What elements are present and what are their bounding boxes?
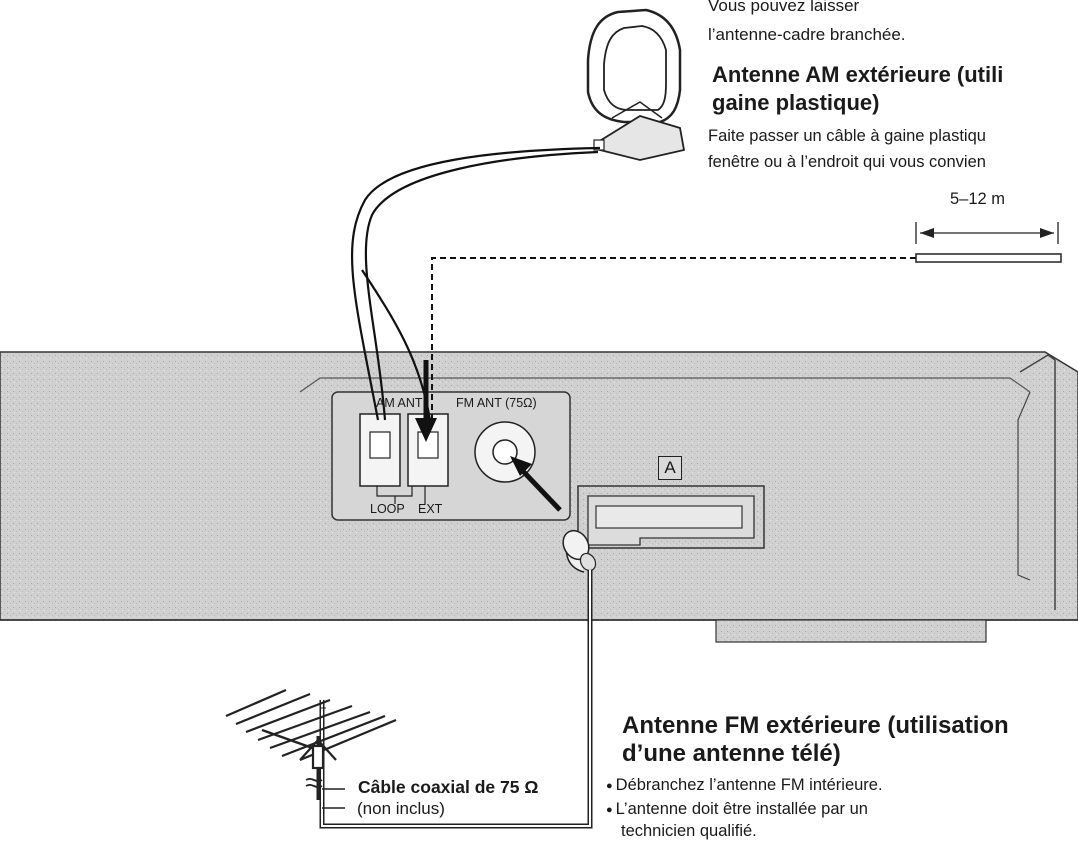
fm-outdoor-heading-line1: Antenne FM extérieure (utilisation bbox=[622, 712, 1009, 739]
am-outdoor-desc-line1: Faite passer un câble à gaine plastiqu bbox=[708, 127, 986, 145]
fm-outdoor-bullets: Débranchez l’antenne FM intérieure. L’an… bbox=[606, 774, 883, 822]
am-loop-antenna-icon bbox=[586, 8, 686, 161]
ext-label: EXT bbox=[418, 502, 443, 516]
fm-bullet-2-continuation: technicien qualifié. bbox=[621, 822, 757, 840]
fm-outdoor-heading-line2: d’une antenne télé) bbox=[622, 740, 841, 767]
antenna-terminal-block bbox=[331, 391, 571, 521]
coaxial-cable-subtitle: (non inclus) bbox=[357, 799, 445, 818]
wire-length-label: 5–12 m bbox=[950, 190, 1006, 208]
fm-bullet-1: Débranchez l’antenne FM intérieure. bbox=[606, 774, 883, 798]
connector-slot-a bbox=[577, 485, 765, 549]
fm-bullet-2: L’antenne doit être installée par un bbox=[606, 798, 883, 822]
loop-label: LOOP bbox=[370, 502, 405, 516]
loop-antenna-note-line2: l’antenne-cadre branchée. bbox=[708, 25, 906, 44]
coaxial-cable-title: Câble coaxial de 75 Ω bbox=[358, 777, 539, 797]
am-outdoor-heading-line2: gaine plastique) bbox=[712, 90, 880, 115]
label-a-box: A bbox=[658, 456, 682, 480]
loop-antenna-note-line1: Vous pouvez laisser bbox=[708, 0, 860, 15]
am-outdoor-desc-line2: fenêtre ou à l’endroit qui vous convien bbox=[708, 153, 986, 171]
am-outdoor-heading-line1: Antenne AM extérieure (utili bbox=[712, 62, 1004, 87]
insert-arrow-fm bbox=[518, 466, 562, 512]
tv-antenna-icon bbox=[225, 688, 397, 800]
fm-ant-label: FM ANT (75Ω) bbox=[456, 396, 537, 410]
am-ant-label: AM ANT bbox=[376, 396, 423, 410]
outdoor-am-wire bbox=[431, 222, 1062, 420]
coaxial-cable-label: Câble coaxial de 75 Ω bbox=[358, 777, 538, 798]
